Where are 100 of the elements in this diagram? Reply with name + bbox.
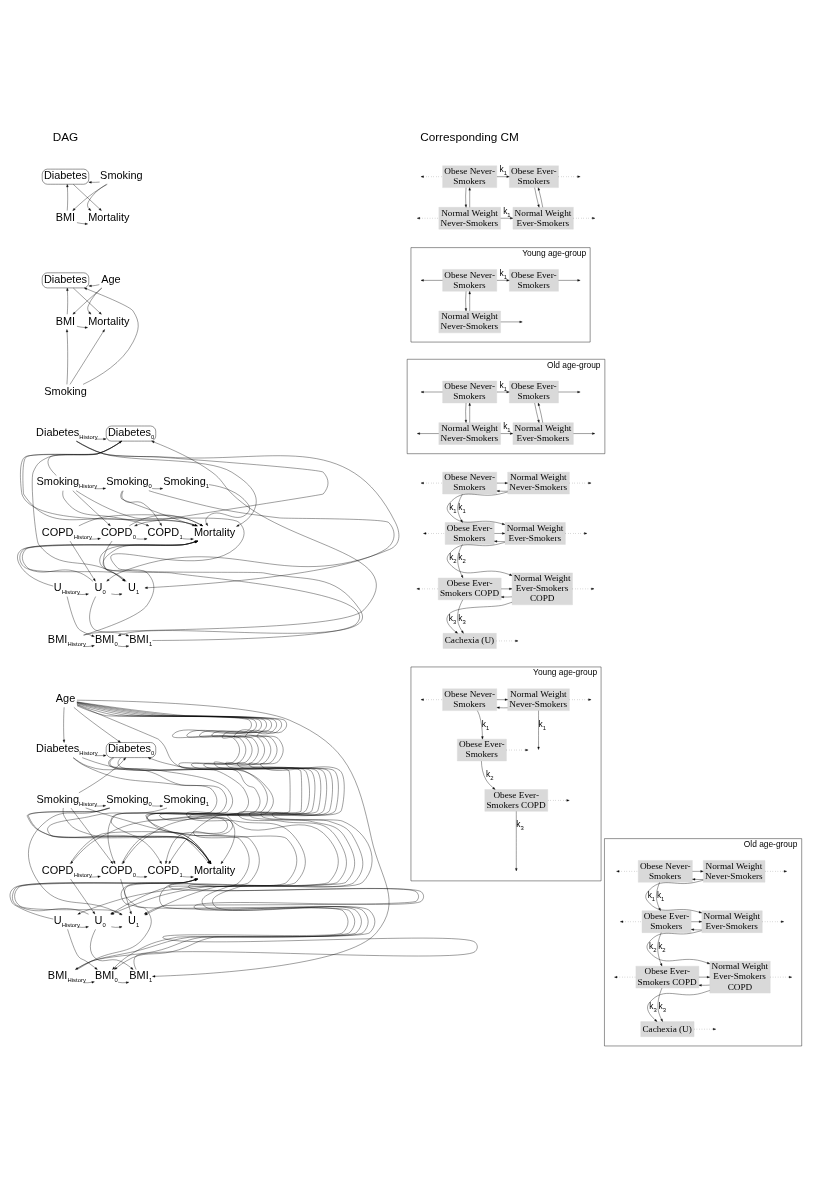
edge-label: k$_{1}$ (538, 718, 546, 731)
edge-label: k$_{1}$ (499, 164, 507, 177)
node-box: Obese Ever-Smokers (509, 269, 559, 292)
arrow (457, 599, 464, 634)
arrow (496, 482, 508, 485)
edge-label: k$_{2}$ (486, 768, 494, 781)
arrow (76, 441, 257, 527)
arrow (144, 490, 395, 589)
arrow (616, 870, 639, 873)
arrow (691, 928, 702, 931)
arrow (76, 326, 88, 329)
arrow (102, 540, 360, 641)
arrow (481, 760, 496, 790)
arrow (83, 981, 95, 984)
node-text: U$_{1}$ (128, 581, 140, 596)
node-box: Obese Ever-Smokers (444, 522, 495, 545)
edge-label: k$_{1}$ (656, 890, 665, 903)
arrow (151, 804, 163, 808)
label: DAG (52, 129, 79, 143)
arrow (496, 279, 510, 282)
arrow (66, 596, 95, 637)
node-text: U$_{1}$ (128, 913, 140, 928)
arrow (88, 181, 100, 184)
arrow (534, 187, 540, 208)
node-text: Smoking$_{0}$ (106, 792, 152, 807)
arrow (656, 882, 661, 911)
node-text: COPD$_{1}$ (147, 525, 183, 540)
arrow (89, 537, 101, 540)
arrow (88, 284, 100, 287)
edge-label: k$_{3}$ (649, 1001, 657, 1014)
arrow (67, 929, 98, 970)
node-text: COPD$_{0}$ (100, 863, 137, 878)
node-box: Normal Weight Never-Smokers (507, 688, 570, 711)
node-box: Diabetes (42, 168, 89, 185)
arrow (83, 441, 377, 636)
arrow (76, 440, 329, 527)
edge-label: k$_{1}$ (481, 718, 490, 731)
arrow (537, 187, 543, 208)
arrow (500, 217, 514, 220)
node-text: Smoking$_{0}$ (106, 475, 152, 490)
edge-label: k$_{2}$ (458, 552, 466, 565)
node-text: BMI$_{1}$ (129, 633, 153, 648)
node-text: Diabetes$_{History}$ (36, 425, 98, 440)
arrow (76, 222, 88, 225)
arrow (698, 984, 710, 987)
arrow (87, 287, 102, 315)
node-text: U$_{0}$ (94, 913, 106, 928)
node-text: Mortality (88, 314, 130, 327)
arrow (117, 645, 129, 648)
arrow (117, 757, 419, 915)
arrow (468, 187, 471, 208)
node-text: Mortality (193, 526, 236, 539)
arrow (72, 490, 111, 526)
node-text: COPD$_{History}$ (41, 525, 92, 540)
arrow (77, 593, 89, 596)
arrow (446, 602, 513, 634)
arrow (103, 540, 126, 582)
arrow (496, 490, 508, 493)
arrow (547, 799, 570, 802)
arrow (645, 880, 704, 914)
node-text: Mortality (193, 864, 236, 876)
edge-label: k$_{1}$ (503, 206, 511, 219)
arrow (76, 441, 400, 582)
arrow (32, 440, 126, 582)
arrow (94, 487, 106, 490)
arrow (62, 707, 66, 743)
arrow (70, 878, 96, 915)
arrow (83, 645, 95, 648)
arrow (95, 754, 107, 757)
arrow (136, 537, 148, 541)
arrow (75, 757, 424, 970)
arrow (494, 532, 506, 535)
node-text: Smoking$_{1}$ (163, 792, 209, 807)
node-text: BMI$_{1}$ (129, 969, 153, 984)
arrow (121, 490, 162, 527)
node-box: Obese Ever-Smokers (509, 165, 559, 188)
arrow (120, 490, 196, 527)
node-text: Smoking (44, 384, 87, 397)
node-text: U$_{History}$ (53, 581, 80, 596)
arrow (496, 698, 508, 701)
node-text: BMI$_{0}$ (94, 633, 118, 648)
arrow (95, 438, 107, 441)
arrow (447, 491, 508, 525)
node-text: BMI (55, 210, 76, 223)
edge-label: k$_{1}$ (499, 268, 507, 281)
edge-label: k$_{2}$ (658, 940, 666, 953)
arrow (89, 596, 129, 637)
node-box: Obese Ever-Smokers (641, 910, 692, 933)
arrow (47, 440, 122, 476)
arrow (151, 487, 163, 490)
arrow (120, 878, 132, 915)
arrow (692, 878, 704, 881)
arrow (66, 287, 69, 315)
arrow (468, 291, 471, 312)
node-text: Smoking$_{1}$ (163, 475, 209, 490)
arrow (136, 875, 148, 878)
node-text: COPD$_{1}$ (147, 863, 183, 878)
node-box: Obese Never-Smokers (442, 688, 497, 711)
node-box: Obese Never-Smokers (638, 860, 693, 883)
arrow (82, 287, 139, 385)
